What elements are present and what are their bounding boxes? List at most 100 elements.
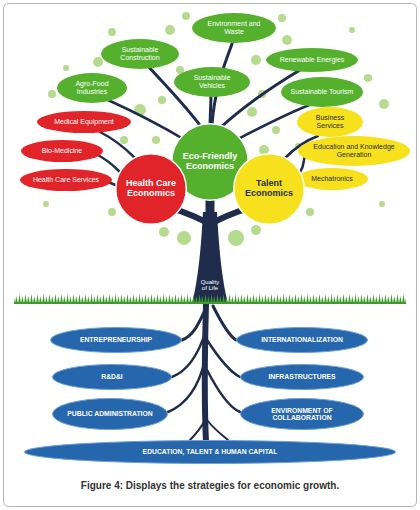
node-label: INTERNATIONALIZATION (236, 327, 368, 353)
leaf-dot (272, 126, 280, 134)
root-ellipse: R&D&I (52, 364, 172, 390)
node-label: Talent Economics (233, 153, 305, 225)
node-label: Education and Knowledge Generation (298, 136, 410, 166)
node-label: INFRASTRUCTURES (240, 364, 364, 390)
economics-circle-fill (234, 154, 305, 225)
node-label: R&D&I (52, 364, 172, 390)
node-label: Sustainable Vehicles (174, 67, 250, 97)
tree-root (207, 420, 228, 440)
leaf-dot (152, 136, 160, 144)
leaf-ellipse: Bio-Medicine (21, 140, 103, 162)
leaf-dot (108, 208, 116, 216)
leaf-ellipse: Business Services (297, 107, 363, 137)
node-label: Business Services (297, 107, 363, 137)
leaf-dot (93, 57, 103, 67)
tree-branch (300, 156, 305, 172)
leaf-ellipse: Health Care Services (20, 169, 112, 191)
leaf-dot (379, 99, 389, 109)
leaf-dot (43, 201, 49, 207)
tree-branch (210, 96, 211, 125)
leaf-ellipse: Agro-Food Industries (57, 73, 127, 103)
node-label: Medical Equipment (37, 111, 131, 133)
economics-circle: Talent Economics (233, 153, 305, 225)
node-label: Sustainable Tourism (281, 77, 363, 107)
node-label: Health Care Services (20, 169, 112, 191)
tree-root (190, 420, 205, 440)
leaf-ellipse: Environment and Waste (192, 13, 276, 43)
trunk-label: Quality of Life (198, 279, 222, 292)
leaf-dot (364, 74, 372, 82)
node-label: EDUCATION, TALENT & HUMAN CAPITAL (24, 440, 396, 464)
node-label: ENVIRONMENT OF COLLABORATION (240, 398, 364, 430)
leaf-dot (177, 231, 191, 245)
leaf-dot (120, 136, 128, 144)
leaf-dot (251, 55, 261, 65)
root-ellipse-fill (25, 441, 396, 464)
leaf-dot (251, 225, 261, 235)
leaf-ellipse: Sustainable Vehicles (174, 67, 250, 97)
root-ellipse-fill (53, 399, 168, 430)
node-label: Bio-Medicine (21, 140, 103, 162)
node-label: ENTREPRENEURSHIP (50, 327, 182, 353)
leaf-dot (159, 227, 169, 237)
root-ellipse: EDUCATION, TALENT & HUMAN CAPITAL (24, 440, 396, 464)
leaf-ellipse-fill (21, 140, 103, 162)
leaf-ellipse-fill (192, 13, 276, 43)
leaf-ellipse: Education and Knowledge Generation (298, 136, 410, 166)
tree-root (207, 370, 240, 412)
leaf-dot (108, 28, 116, 36)
leaf-ellipse: Renewable Energies (266, 48, 358, 72)
leaf-ellipse: Medical Equipment (37, 111, 131, 133)
node-label: Agro-Food Industries (57, 73, 127, 103)
root-ellipse: ENVIRONMENT OF COLLABORATION (240, 398, 364, 430)
tree-root (168, 360, 205, 412)
leaf-dot (158, 96, 166, 104)
leaf-ellipse-fill (20, 169, 112, 191)
leaf-ellipse-fill (281, 77, 363, 107)
leaf-ellipse-fill (57, 73, 127, 103)
root-ellipse-fill (53, 365, 172, 390)
leaf-dot (349, 27, 355, 33)
leaf-dot (306, 208, 314, 216)
leaf-dot (182, 12, 190, 20)
leaf-dot (165, 25, 175, 35)
root-ellipse: PUBLIC ADMINISTRATION (52, 398, 168, 430)
leaf-dot (228, 230, 244, 246)
tree-trunk (192, 212, 228, 304)
tree-branch (96, 154, 120, 172)
root-ellipse: INTERNATIONALIZATION (236, 327, 368, 353)
leaf-dot (278, 14, 286, 22)
leaf-dot (48, 90, 56, 98)
leaf-ellipse-fill (101, 39, 179, 69)
root-ellipse: INFRASTRUCTURES (240, 364, 364, 390)
figure-border (4, 4, 417, 507)
leaf-dot (379, 201, 385, 207)
leaf-ellipse-fill (298, 136, 410, 166)
root-ellipse: ENTREPRENEURSHIP (50, 327, 182, 353)
leaf-ellipse: Sustainable Construction (101, 39, 179, 69)
leaf-ellipse: Mechatronics (296, 168, 368, 190)
leaf-ellipse: Sustainable Tourism (281, 77, 363, 107)
tree-branch (100, 132, 135, 158)
ground-line (14, 302, 406, 304)
leaf-ellipse-fill (266, 48, 358, 72)
leaf-dot (247, 107, 257, 117)
node-label: Environment and Waste (192, 13, 276, 43)
leaf-dot (282, 35, 292, 45)
economics-circle: Health Care Economics (115, 153, 187, 225)
tree-root (213, 306, 236, 340)
root-ellipse-fill (241, 365, 364, 390)
leaf-ellipse-fill (296, 168, 368, 190)
root-ellipse-fill (237, 328, 368, 353)
node-label: Mechatronics (296, 168, 368, 190)
tree-root (207, 340, 240, 377)
leaf-dot (63, 65, 69, 71)
root-ellipse-fill (241, 399, 364, 430)
leaf-ellipse-fill (297, 107, 363, 137)
leaf-ellipse-fill (174, 67, 250, 97)
leaf-ellipse-fill (37, 111, 131, 133)
node-label: Sustainable Construction (101, 39, 179, 69)
node-label: Renewable Energies (266, 48, 358, 72)
root-ellipse-fill (51, 328, 182, 353)
grass (14, 292, 406, 304)
